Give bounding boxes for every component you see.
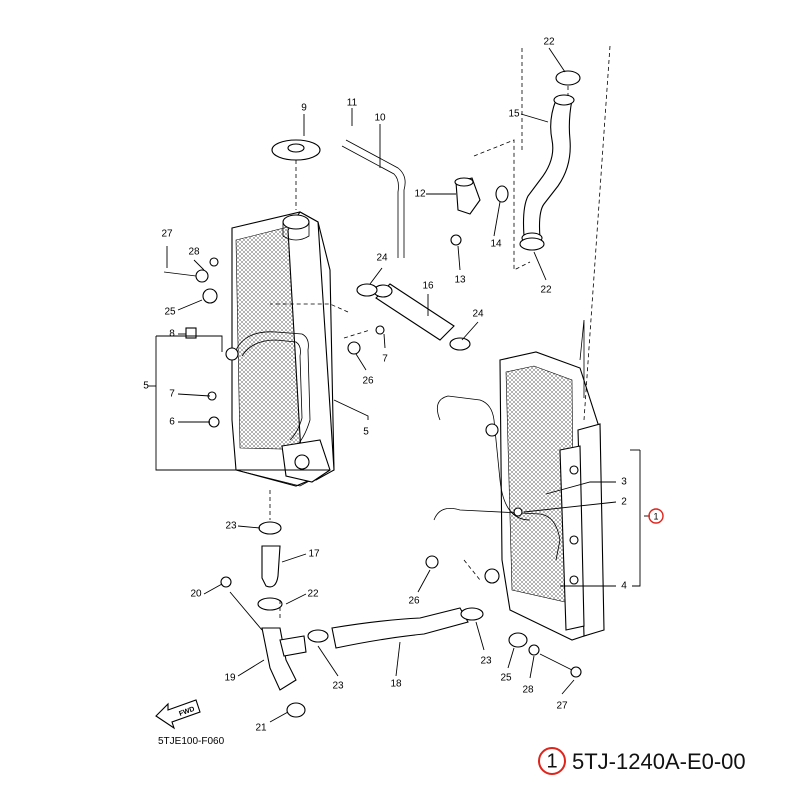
right-fasteners [425, 507, 582, 678]
callout-10[interactable]: 10 [374, 113, 386, 124]
left-lower-hose-short [257, 521, 283, 611]
figure-code: 5TJE100-F060 [158, 736, 225, 747]
callout-13[interactable]: 13 [454, 275, 466, 286]
callout-6[interactable]: 6 [169, 417, 175, 428]
callout-20[interactable]: 20 [190, 589, 202, 600]
callout-7[interactable]: 7 [169, 389, 175, 400]
cross-hose [356, 283, 471, 351]
callout-12[interactable]: 12 [414, 189, 426, 200]
callout-18[interactable]: 18 [390, 679, 402, 690]
left-lower-bracket [281, 439, 331, 483]
callout-17[interactable]: 17 [308, 549, 320, 560]
assembly-lines [269, 45, 611, 620]
callout-23[interactable]: 23 [480, 656, 492, 667]
callout-23[interactable]: 23 [225, 521, 237, 532]
assembly-marker-callout[interactable]: 1 [648, 508, 664, 524]
callout-5[interactable]: 5 [363, 427, 369, 438]
callout-28[interactable]: 28 [522, 685, 534, 696]
leader-lines [148, 47, 650, 723]
callout-21[interactable]: 21 [255, 723, 267, 734]
callout-25[interactable]: 25 [500, 673, 512, 684]
right-radiator-guard-pipe [433, 395, 561, 584]
overflow-hose [341, 139, 406, 258]
right-radiator-bracket [559, 445, 585, 631]
drain-joint [220, 576, 307, 718]
callout-23[interactable]: 23 [332, 681, 344, 692]
callout-22[interactable]: 22 [543, 37, 555, 48]
left-fasteners [163, 234, 462, 428]
callout-27[interactable]: 27 [161, 229, 173, 240]
joint-fitting [454, 177, 509, 215]
callout-15[interactable]: 15 [508, 109, 520, 120]
radiator-cap [271, 139, 321, 241]
callout-5[interactable]: 5 [143, 381, 149, 392]
assembly-marker-number: 1 [653, 511, 658, 521]
callout-26[interactable]: 26 [362, 376, 374, 387]
callout-8[interactable]: 8 [169, 329, 175, 340]
hose-clamp-top [555, 70, 581, 86]
callout-22[interactable]: 22 [540, 285, 552, 296]
callout-24[interactable]: 24 [376, 253, 388, 264]
callout-2[interactable]: 2 [621, 497, 627, 508]
upper-right-hose [521, 94, 575, 244]
assembly-code: 5TJ-1240A-E0-00 [572, 749, 746, 774]
callout-7[interactable]: 7 [382, 354, 388, 365]
hose-clamp-mid [519, 237, 545, 251]
left-radiator-guard-pipe [225, 331, 311, 449]
callout-22[interactable]: 22 [307, 589, 319, 600]
callout-26[interactable]: 26 [408, 596, 420, 607]
lower-hose [307, 607, 484, 649]
callout-11[interactable]: 11 [347, 98, 358, 109]
callout-27[interactable]: 27 [556, 701, 568, 712]
callout-28[interactable]: 28 [188, 247, 200, 258]
callout-3[interactable]: 3 [621, 477, 627, 488]
callout-9[interactable]: 9 [301, 103, 307, 114]
left-radiator [231, 211, 335, 487]
callout-14[interactable]: 14 [490, 239, 502, 250]
callout-4[interactable]: 4 [621, 581, 627, 592]
callout-24[interactable]: 24 [472, 309, 484, 320]
callout-25[interactable]: 25 [164, 307, 176, 318]
forward-arrow-icon: FWD [155, 699, 201, 730]
callout-19[interactable]: 19 [224, 673, 236, 684]
assembly-code-footer: 1 5TJ-1240A-E0-00 [538, 747, 746, 775]
assembly-code-marker: 1 [546, 750, 557, 772]
right-radiator [499, 319, 605, 641]
callout-16[interactable]: 16 [422, 281, 434, 292]
